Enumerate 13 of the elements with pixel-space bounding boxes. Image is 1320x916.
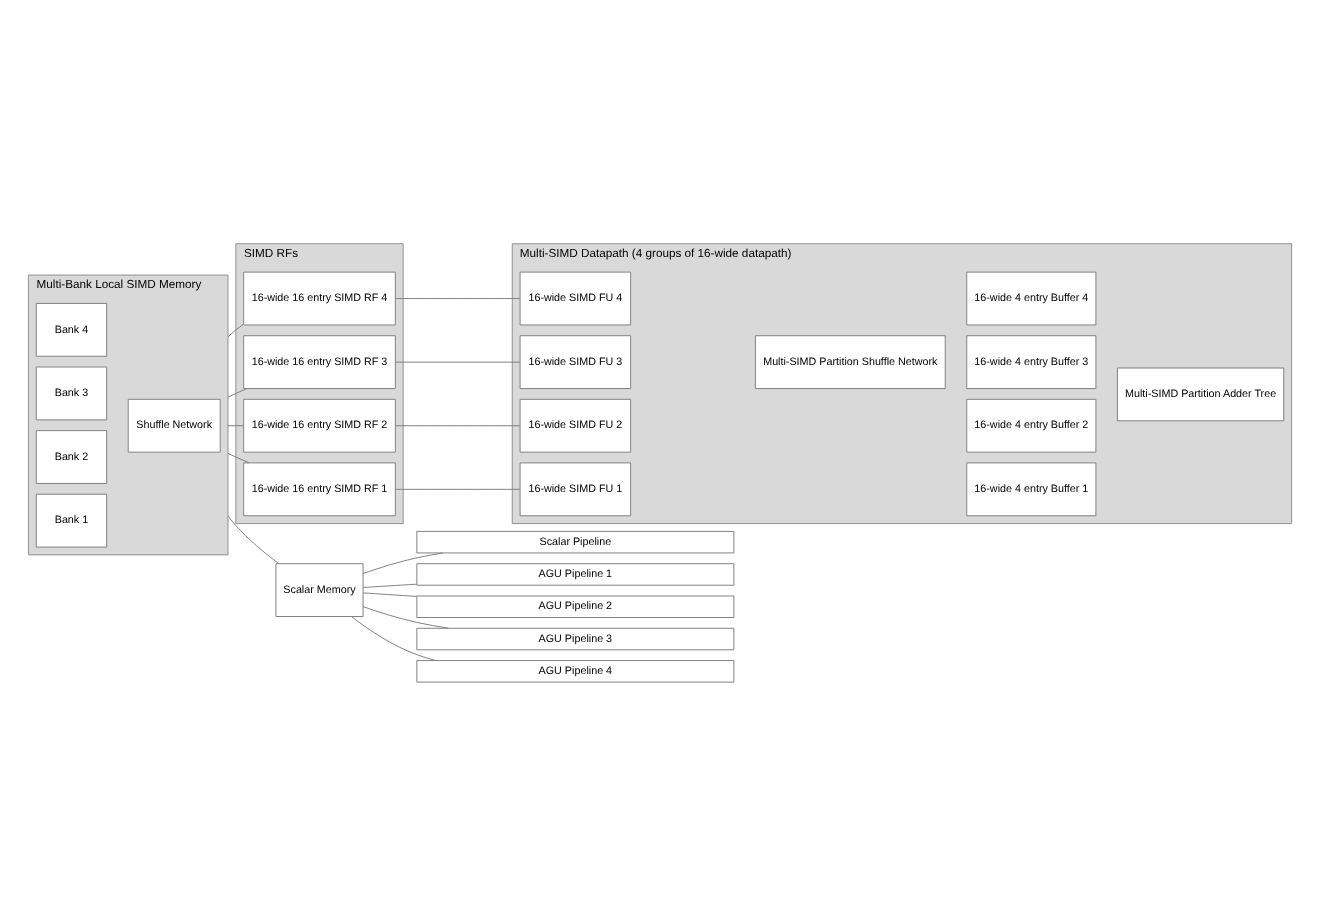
connector (362, 551, 444, 574)
connector (395, 487, 521, 489)
connector (362, 605, 449, 628)
connector (395, 360, 521, 362)
connector (395, 424, 521, 426)
connector (395, 297, 521, 298)
connector (227, 387, 248, 397)
connector (227, 322, 244, 337)
connector (227, 424, 245, 426)
connector (362, 591, 418, 596)
connector (351, 615, 437, 660)
connector (227, 451, 250, 463)
connector (362, 582, 418, 587)
